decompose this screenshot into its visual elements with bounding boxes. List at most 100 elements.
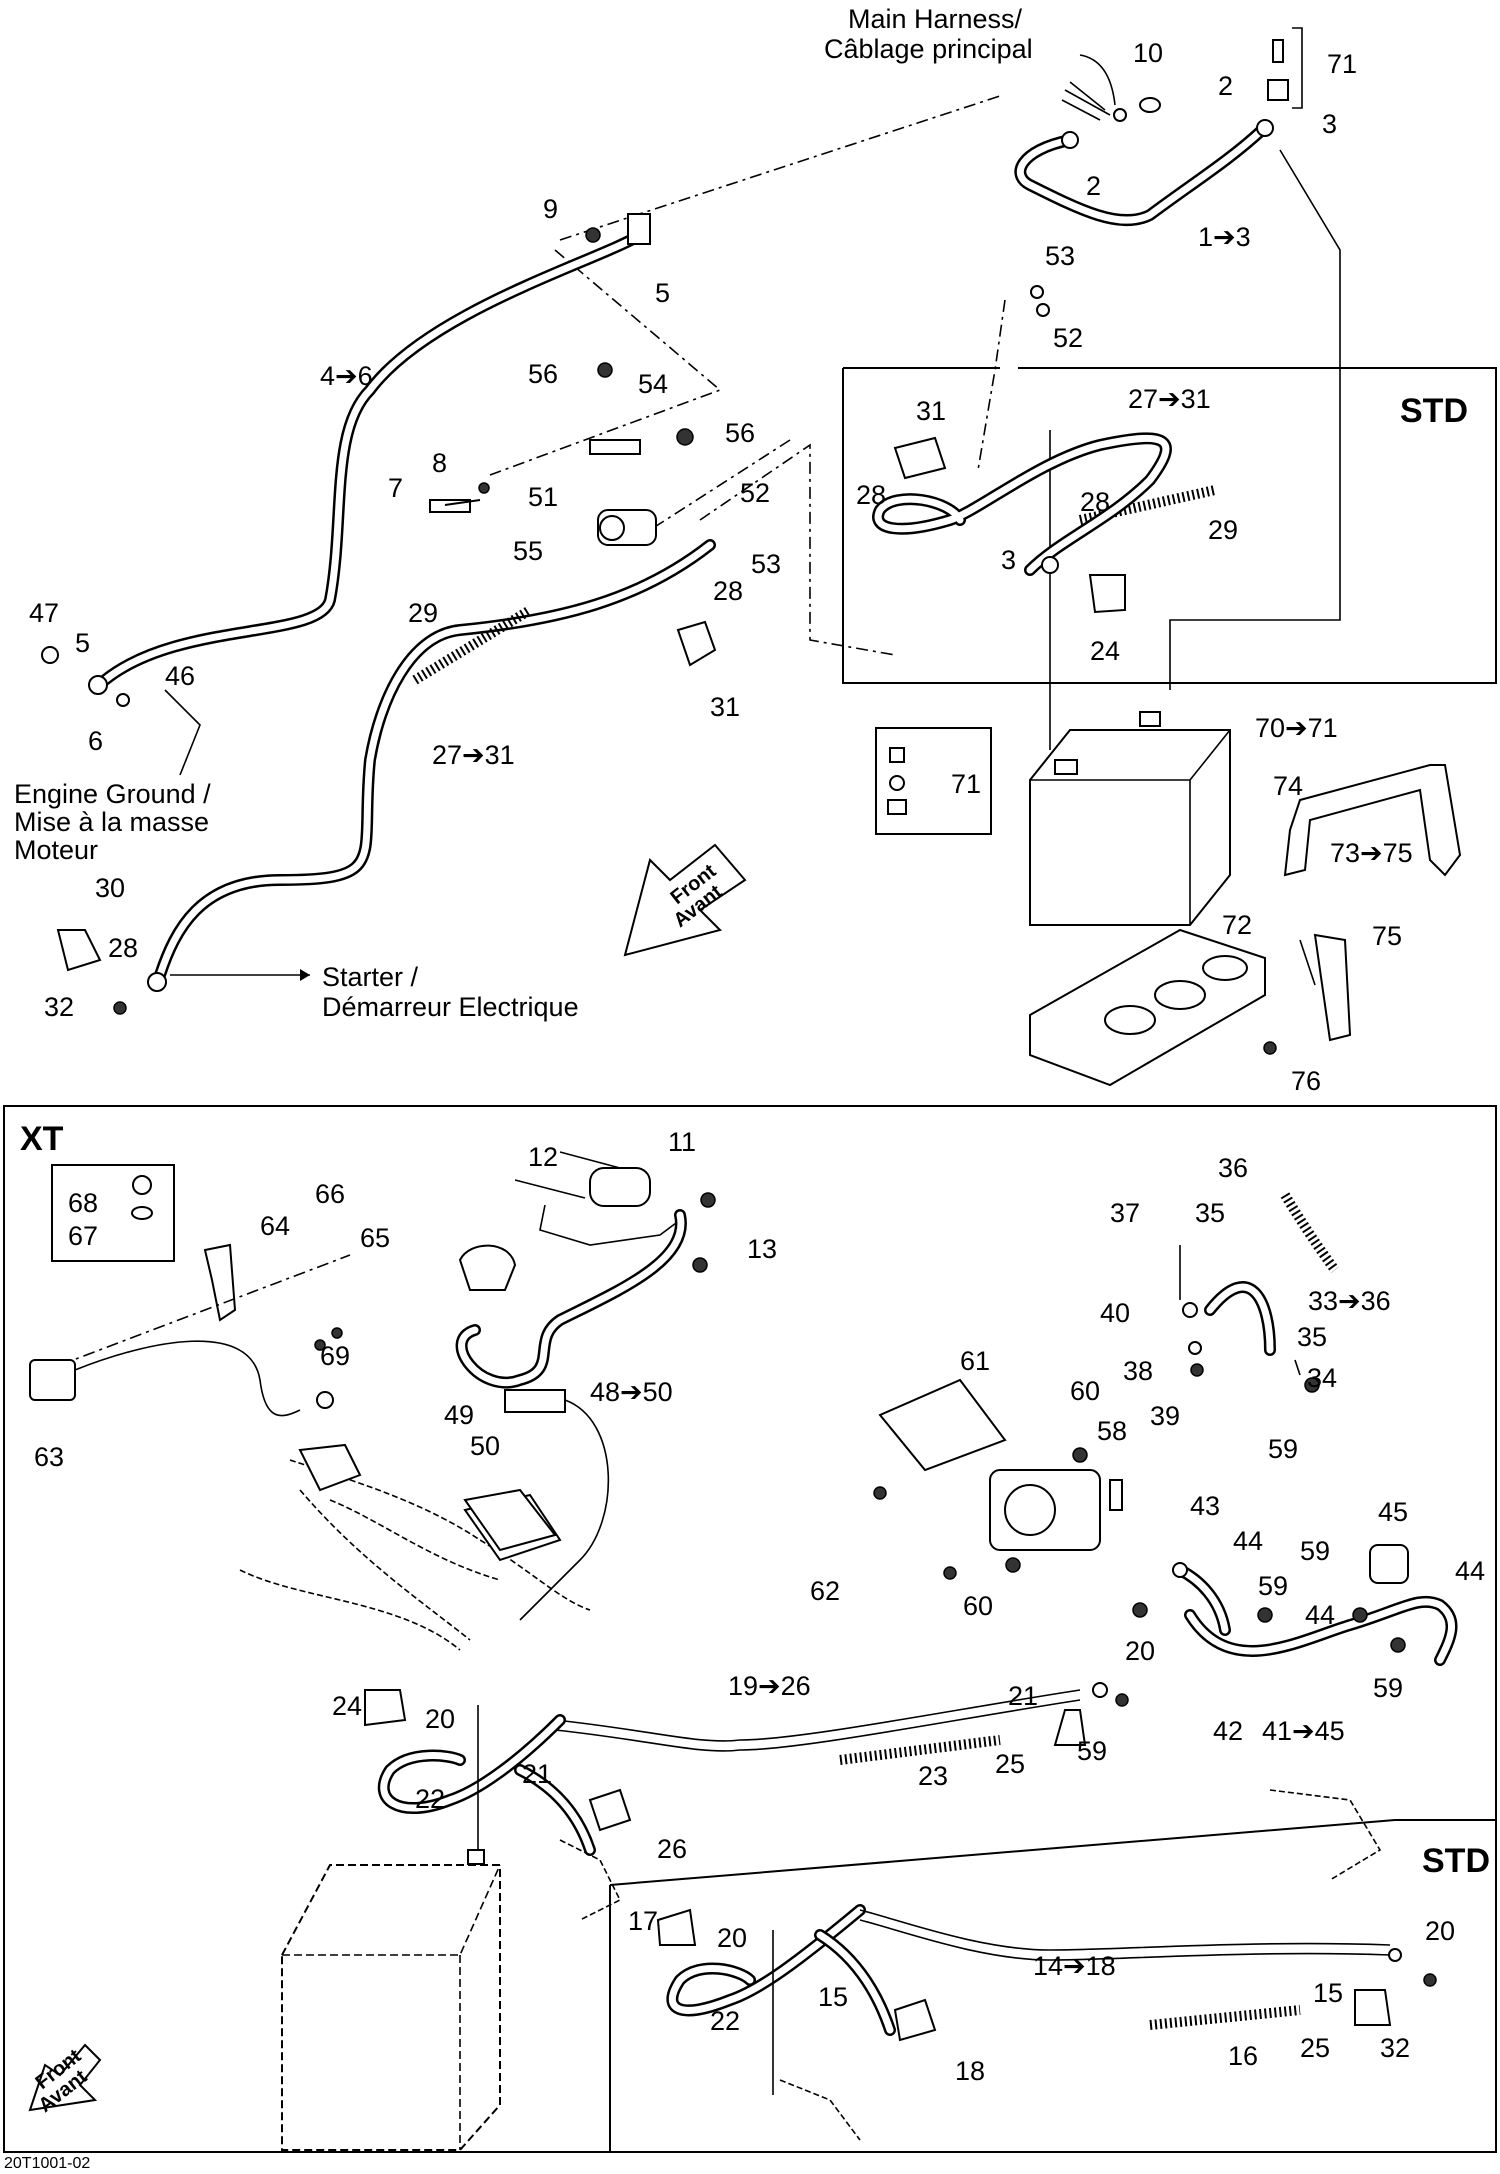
part-number: 3: [1001, 545, 1016, 575]
engine-ground-label-1: Engine Ground /: [14, 779, 211, 809]
boot-25b: [1354, 1989, 1392, 2026]
conduit-36: [1280, 1192, 1340, 1273]
std-box-top: [842, 367, 1497, 684]
boot-24-xt: [364, 1689, 407, 1727]
part-number: 71: [1327, 49, 1357, 79]
main-harness-xt: [289, 1459, 591, 1641]
std-tag-bottom: STD: [1422, 1842, 1490, 1880]
box-67-68: [51, 1164, 175, 1262]
top-callouts: Main Harness/ Câblage principal Engine G…: [14, 4, 1468, 1022]
top-section: Front Avant: [41, 27, 1497, 1087]
part-number: 75: [1372, 921, 1402, 951]
part-number: 73➔75: [1330, 838, 1413, 868]
part-number: 52: [740, 478, 770, 508]
part-number: 47: [29, 598, 59, 628]
std-tag-top: STD: [1400, 392, 1468, 430]
part-number: 31: [710, 692, 740, 722]
part-number: 35: [1297, 1322, 1327, 1352]
part-number: 2: [1086, 171, 1101, 201]
part-number: 44: [1305, 1600, 1335, 1630]
part-number: 53: [1045, 241, 1075, 271]
part-number: 71: [951, 769, 981, 799]
part-number: 5: [655, 278, 670, 308]
part-number: 21: [1008, 1681, 1038, 1711]
leader-main-harness-arrow: [1079, 54, 1116, 106]
xt-section: Front Avant: [28, 1151, 1458, 2151]
starter-label-1: Starter /: [322, 962, 419, 992]
part-number: 38: [1123, 1356, 1153, 1386]
part-number: 22: [710, 2006, 740, 2036]
part-number: 20: [1425, 1916, 1455, 1946]
leader-3-battery: [1169, 149, 1341, 690]
bottom-callouts: XT STD 20T1001-02: [4, 1120, 1490, 2172]
boot-18: [893, 1998, 937, 2042]
part-number: 70➔71: [1255, 713, 1338, 743]
part-number: 65: [360, 1223, 390, 1253]
cable-14-18: [859, 1909, 1391, 1951]
part-number: 19➔26: [728, 1671, 811, 1701]
part-number: 22: [415, 1784, 445, 1814]
part-number: 29: [408, 598, 438, 628]
starter-std-ghost: [1269, 1789, 1382, 1881]
front-arrow-bottom: Front Avant: [28, 2043, 102, 2117]
switch-11: [589, 1167, 651, 1207]
cable-19-26: [554, 1689, 1081, 1742]
part-number: 8: [432, 448, 447, 478]
part-number: 24: [332, 1691, 362, 1721]
part-number: 2: [1218, 71, 1233, 101]
boot-30: [56, 929, 102, 972]
part-number: 28: [1080, 487, 1110, 517]
part-number: 15: [1313, 1978, 1343, 2008]
part-number: 31: [916, 396, 946, 426]
part-number: 64: [260, 1211, 290, 1241]
solenoid-bracket: [589, 439, 641, 455]
part-number: 3: [1322, 109, 1337, 139]
part-number: 59: [1258, 1571, 1288, 1601]
sensor-63: [29, 1359, 76, 1401]
part-number: 17: [628, 1906, 658, 1936]
starter-label-2: Démarreur Electrique: [322, 992, 579, 1022]
boot-17: [656, 1908, 697, 1946]
part-number: 27➔31: [1128, 384, 1211, 414]
cap-45: [1369, 1544, 1409, 1584]
part-number: 20: [425, 1704, 455, 1734]
part-number: 44: [1233, 1526, 1263, 1556]
part-number: 60: [963, 1591, 993, 1621]
part-number: 9: [543, 194, 558, 224]
part-number: 54: [638, 369, 668, 399]
part-number: 34: [1307, 1363, 1337, 1393]
leader-main-harness: [559, 95, 1001, 241]
part-number: 20: [1125, 1636, 1155, 1666]
part-number: 69: [320, 1341, 350, 1371]
part-number: 44: [1455, 1556, 1485, 1586]
part-number: 20: [717, 1923, 747, 1953]
part-number: 59: [1300, 1536, 1330, 1566]
part-number: 16: [1228, 2041, 1258, 2071]
part-number: 36: [1218, 1153, 1248, 1183]
part-number: 21: [522, 1759, 552, 1789]
main-harness-label: Main Harness/: [848, 4, 1023, 34]
part-number: 50: [470, 1431, 500, 1461]
part-number: 40: [1100, 1298, 1130, 1328]
part-number: 63: [34, 1442, 64, 1472]
part-number: 24: [1090, 636, 1120, 666]
part-number: 35: [1195, 1198, 1225, 1228]
part-number: 59: [1373, 1673, 1403, 1703]
engine-ground-label-3: Moteur: [14, 835, 98, 865]
part-number: 41➔45: [1262, 1716, 1345, 1746]
bottom-part-numbers: 11 12 13 68 67 64 66 65 69 63 49 48➔50 5…: [34, 1127, 1485, 2086]
part-number: 56: [528, 359, 558, 389]
bracket-61: [878, 1378, 1007, 1472]
front-arrow-top: Front Avant: [623, 843, 747, 957]
part-number: 28: [856, 480, 886, 510]
part-number: 61: [960, 1346, 990, 1376]
part-number: 45: [1378, 1497, 1408, 1527]
part-number: 27➔31: [432, 740, 515, 770]
part-number: 46: [165, 661, 195, 691]
part-number: 28: [713, 576, 743, 606]
part-number: 30: [95, 873, 125, 903]
part-number: 32: [1380, 2033, 1410, 2063]
part-number: 18: [955, 2056, 985, 2086]
part-number: 26: [657, 1834, 687, 1864]
